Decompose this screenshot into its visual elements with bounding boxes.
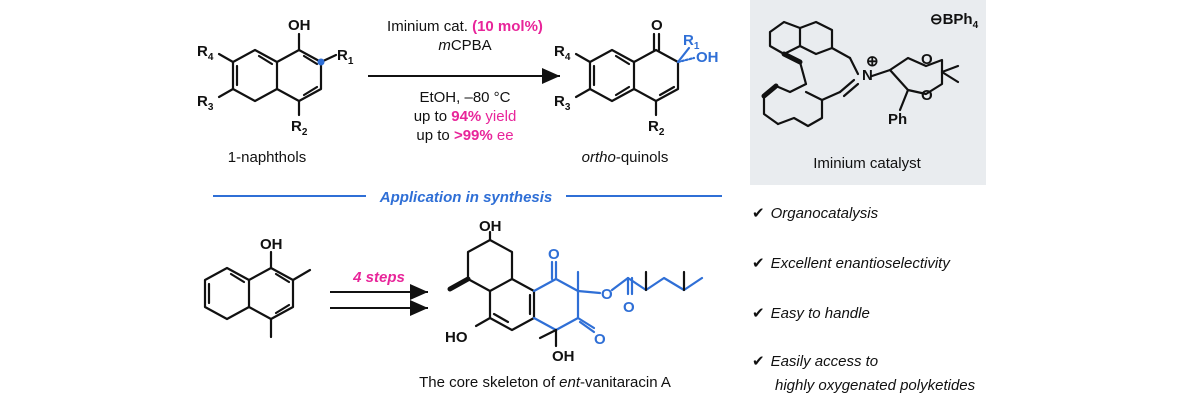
catalyst-caption: Iminium catalyst bbox=[813, 155, 921, 172]
substrate-r1: R1 bbox=[337, 47, 354, 67]
vanitaracin-oh: OH bbox=[479, 218, 502, 235]
vanitaracin-structure bbox=[447, 230, 704, 348]
vanitaracin-oh-bottom: OH bbox=[552, 348, 575, 365]
steps-label: 4 steps bbox=[352, 269, 405, 286]
feature-easy-handle: ✔Easy to handle bbox=[752, 305, 870, 322]
condition-ee: up to >99% ee bbox=[416, 127, 513, 144]
product-r3: R3 bbox=[554, 93, 571, 113]
vanitaracin-caption: The core skeleton of ent-vanitaracin A bbox=[419, 374, 671, 391]
feature-enantioselectivity: ✔Excellent enantioselectivity bbox=[752, 255, 951, 272]
vanitaracin-ho: HO bbox=[445, 329, 468, 346]
catalyst-o2: O bbox=[921, 87, 933, 104]
product-r1: R1 bbox=[683, 32, 700, 52]
feature-easy-access: ✔Easily access to bbox=[752, 353, 878, 370]
start-naphthol-structure bbox=[203, 250, 312, 339]
feature-organocatalysis: ✔Organocatalysis bbox=[752, 205, 879, 222]
substrate-r3: R3 bbox=[197, 93, 214, 113]
product-oh: OH bbox=[696, 49, 719, 66]
product-r4: R4 bbox=[554, 43, 571, 63]
condition-oxidant: mCPBA bbox=[438, 37, 491, 54]
catalyst-n: N bbox=[862, 67, 873, 84]
substrate-oh: OH bbox=[288, 17, 311, 34]
vanitaracin-o-ester: O bbox=[601, 286, 613, 303]
substrate-caption: 1-naphthols bbox=[228, 149, 306, 166]
condition-solvent-temp: EtOH, –80 °C bbox=[419, 89, 510, 106]
substrate-r2: R2 bbox=[291, 118, 308, 138]
vanitaracin-o-bottom: O bbox=[594, 331, 606, 348]
catalyst-plus: ⊕ bbox=[866, 53, 879, 70]
product-structure bbox=[574, 32, 696, 117]
application-title: Application in synthesis bbox=[379, 189, 553, 206]
catalyst-structure bbox=[761, 20, 960, 128]
catalyst-ph: Ph bbox=[888, 111, 907, 128]
product-carbonyl-o: O bbox=[651, 17, 663, 34]
vanitaracin-o-top: O bbox=[548, 246, 560, 263]
catalyst-counterion: ⊖BPh4 bbox=[930, 11, 979, 31]
start-naphthol-oh: OH bbox=[260, 236, 283, 253]
vanitaracin-o-carbonyl: O bbox=[623, 299, 635, 316]
product-r2: R2 bbox=[648, 118, 665, 138]
substrate-r4: R4 bbox=[197, 43, 214, 63]
product-caption: ortho-quinols bbox=[582, 149, 669, 166]
catalyst-o1: O bbox=[921, 51, 933, 68]
substrate-structure bbox=[217, 32, 338, 117]
condition-yield: up to 94% yield bbox=[414, 108, 517, 125]
feature-polyketides: highly oxygenated polyketides bbox=[775, 377, 976, 394]
condition-catalyst: Iminium cat. (10 mol%) bbox=[387, 18, 543, 35]
